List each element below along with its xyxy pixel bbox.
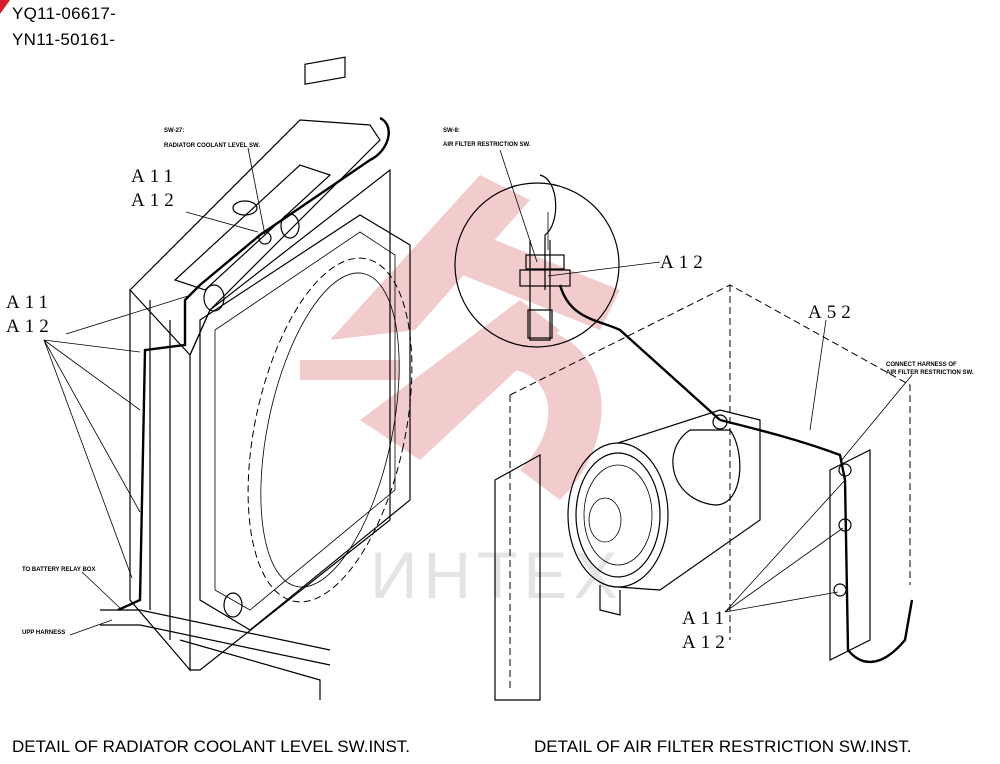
callout-a12-top: A12 bbox=[131, 190, 179, 211]
callout-a12-side: A12 bbox=[6, 316, 54, 337]
callout-a11-top: A11 bbox=[131, 166, 178, 187]
corner-mark bbox=[0, 0, 10, 14]
callout-a52: A52 bbox=[808, 302, 856, 323]
caption-radiator-detail: DETAIL OF RADIATOR COOLANT LEVEL SW.INST… bbox=[12, 737, 411, 756]
callout-a11-bottom: A11 bbox=[682, 608, 729, 629]
serial-range-2: YN11-50161- bbox=[12, 30, 116, 49]
callout-a11-side: A11 bbox=[6, 292, 53, 313]
watermark-logo bbox=[300, 175, 620, 500]
callout-a12-bottom: A12 bbox=[682, 632, 730, 653]
sw8-title: SW-8: bbox=[443, 128, 460, 134]
sw27-title: SW-27: bbox=[164, 128, 184, 134]
note-connect-harness-2: AIR FILTER RESTRICTION SW. bbox=[886, 370, 974, 376]
air-filter-drawing bbox=[454, 149, 914, 701]
serial-range-1: YQ11-06617- bbox=[12, 4, 117, 23]
note-connect-harness-1: CONNECT HARNESS OF bbox=[886, 362, 957, 368]
radiator-drawing bbox=[43, 56, 413, 700]
note-upp-harness: UPP HARNESS bbox=[22, 630, 65, 636]
caption-air-filter-detail: DETAIL OF AIR FILTER RESTRICTION SW.INST… bbox=[534, 737, 912, 756]
watermark: ИНТЕХ bbox=[300, 175, 623, 612]
watermark-text: ИНТЕХ bbox=[370, 538, 623, 612]
sw27-name: RADIATOR COOLANT LEVEL SW. bbox=[164, 143, 260, 149]
sw8-name: AIR FILTER RESTRICTION SW. bbox=[443, 142, 531, 148]
callout-a12-zoom: A12 bbox=[660, 252, 708, 273]
note-battery-relay: TO BATTERY RELAY BOX bbox=[22, 567, 95, 573]
